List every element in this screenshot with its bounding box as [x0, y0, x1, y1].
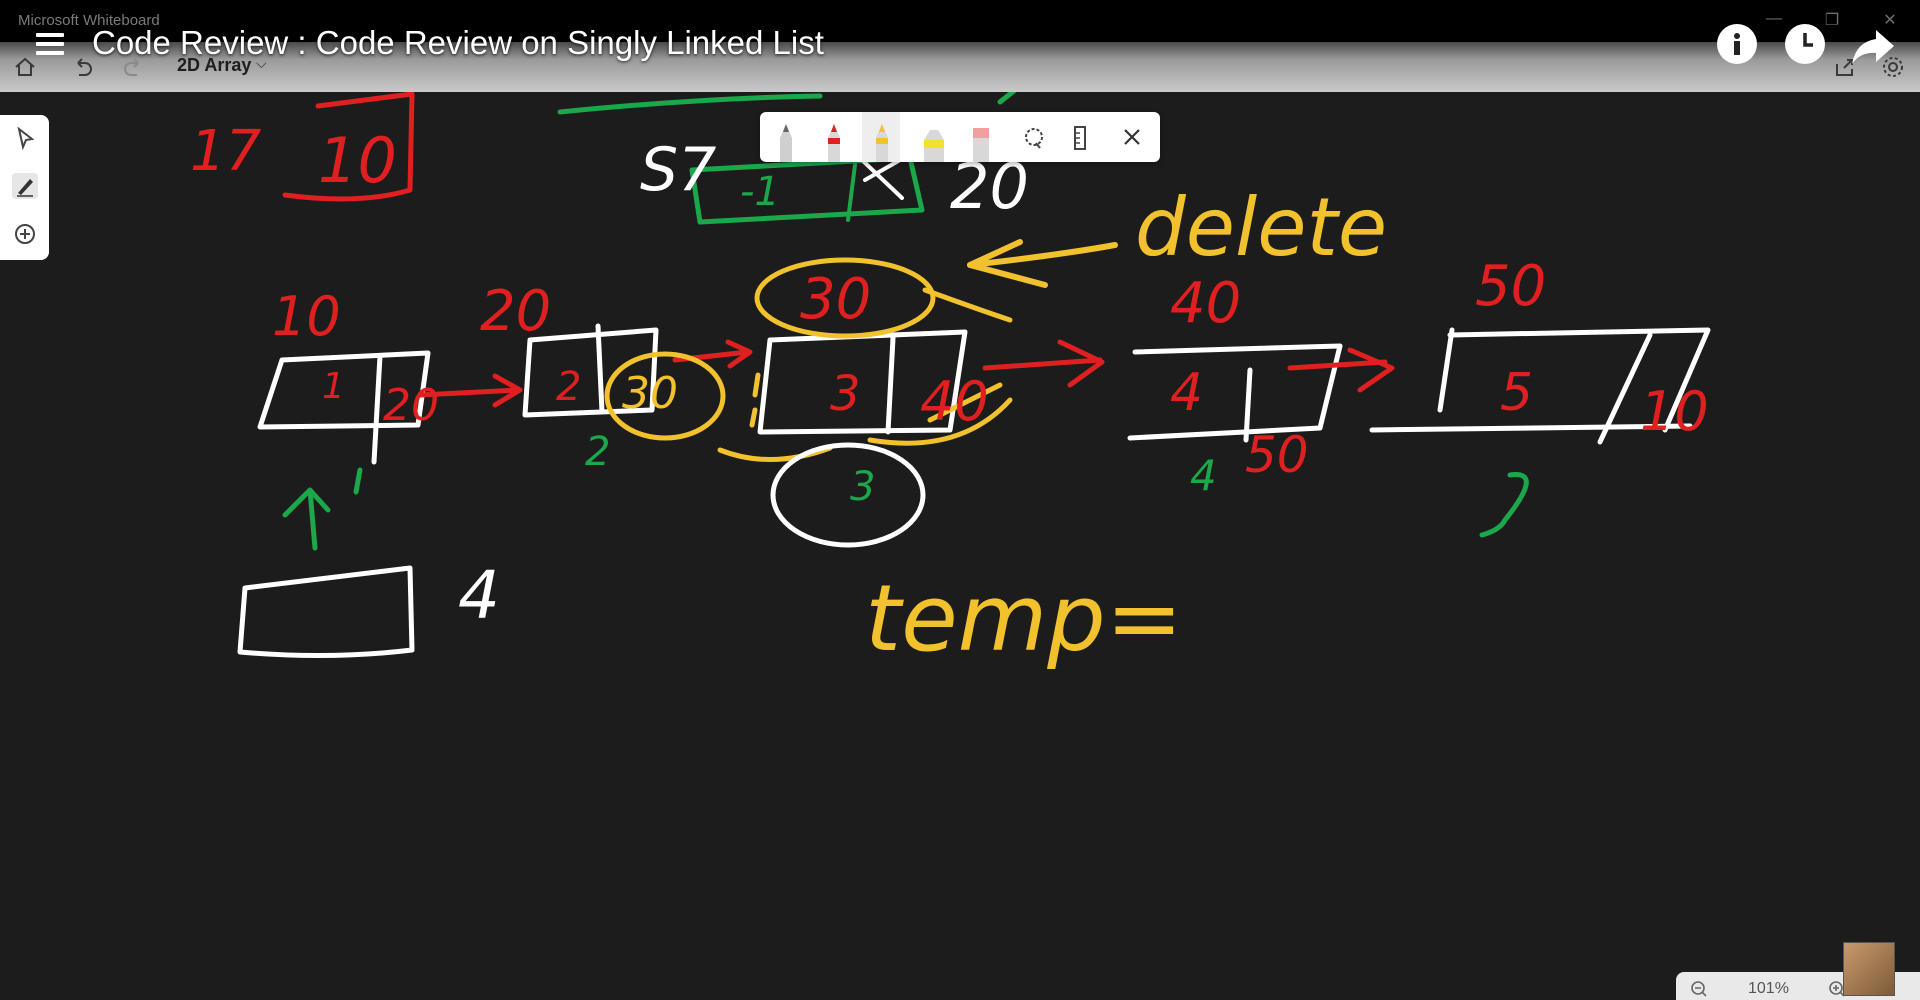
undo-icon[interactable]	[70, 54, 96, 80]
node-divider-3	[885, 335, 896, 435]
pen-yellow-icon[interactable]	[868, 122, 896, 162]
link-arrow-4-5	[1287, 347, 1395, 393]
zoom-in-icon[interactable]	[1828, 980, 1846, 998]
node-box-2	[522, 327, 659, 418]
node-4-address: 40	[1170, 271, 1241, 336]
node-5-address: 50	[1475, 254, 1546, 319]
restore-icon[interactable]: ❐	[1824, 12, 1840, 29]
green-stroke	[557, 93, 823, 115]
whiteboard-toolbar	[0, 42, 1920, 92]
pen-gray-icon[interactable]	[772, 122, 800, 162]
settings-gear-icon[interactable]	[1880, 54, 1906, 80]
add-plus-icon[interactable]	[12, 221, 38, 247]
label-seventeen: 17	[190, 119, 262, 184]
node-4-next: 50	[1245, 426, 1309, 484]
temp-label: temp=	[865, 565, 1183, 672]
link-arrow-1-2	[417, 373, 523, 408]
annotation-delete: delete	[1135, 181, 1387, 274]
green-box	[689, 155, 925, 225]
node-left-edge-5	[1437, 327, 1455, 413]
node-divider-4	[1243, 367, 1253, 443]
node-box-3	[757, 329, 968, 435]
home-icon[interactable]	[12, 54, 38, 80]
app-title-bar: Microsoft Whiteboard — ❐ ✕	[0, 0, 1920, 42]
node-divider-5	[1597, 332, 1653, 445]
app-title: Microsoft Whiteboard	[18, 12, 160, 29]
ruler-icon[interactable]	[1072, 125, 1088, 151]
dashed-mark	[749, 372, 761, 428]
pen-tool-icon[interactable]	[12, 173, 38, 199]
zoom-out-icon[interactable]	[1690, 980, 1708, 998]
green-divider	[846, 163, 857, 222]
watch-later-clock-icon[interactable]	[1785, 24, 1825, 64]
node-1-next: 20	[383, 380, 439, 431]
video-title[interactable]: Code Review : Code Review on Singly Link…	[92, 24, 824, 61]
highlight-curve	[717, 397, 1013, 463]
pen-red-icon[interactable]	[820, 122, 848, 162]
close-window-icon[interactable]: ✕	[1883, 12, 1897, 29]
node-3-next: 40	[920, 370, 989, 433]
node-box-5	[1369, 327, 1711, 433]
node-5-next: 10	[1640, 380, 1709, 443]
highlight-stroke-2	[927, 382, 1003, 423]
highlight-circle-address	[754, 257, 936, 339]
node-2-address: 20	[480, 279, 551, 344]
arrow-head	[967, 239, 1048, 288]
board-name-dropdown[interactable]: 2D Array	[177, 55, 252, 75]
share-arrow-icon[interactable]	[1848, 26, 1898, 66]
green-tick	[353, 467, 363, 495]
link-arrow-2-3	[672, 339, 753, 369]
green-five	[1479, 472, 1529, 538]
label-minus-one: -1	[740, 169, 780, 215]
node-1-data: 1	[322, 366, 345, 407]
label-twenty: 20	[950, 150, 1029, 223]
node-3-index: 3	[850, 464, 875, 510]
chevron-down-icon[interactable]: ⌵	[256, 55, 267, 71]
label-s7: S7	[640, 135, 716, 205]
side-tool-palette	[0, 115, 49, 260]
highlighter-yellow-icon[interactable]	[918, 122, 950, 162]
red-box	[282, 91, 415, 202]
node-box-4	[1127, 343, 1343, 441]
zoom-level: 101%	[1748, 980, 1789, 997]
green-up-arrow	[282, 487, 331, 551]
close-icon[interactable]	[1122, 127, 1142, 147]
node-divider-2	[595, 323, 605, 415]
node-4-index: 4	[1190, 451, 1217, 500]
node-2-next: 30	[622, 368, 678, 419]
new-node-box	[237, 565, 415, 659]
node-5-data: 5	[1500, 363, 1533, 423]
eraser-icon[interactable]	[966, 122, 996, 162]
share-icon[interactable]	[1832, 54, 1858, 80]
new-node-label: 4	[458, 557, 500, 634]
node-3-data: 3	[830, 366, 861, 422]
select-pointer-icon[interactable]	[12, 125, 38, 151]
lasso-select-icon[interactable]	[1022, 126, 1046, 150]
arrow-shaft	[967, 242, 1118, 268]
link-arrow-3-4	[982, 339, 1105, 388]
redo-icon[interactable]	[120, 54, 146, 80]
node-2-index: 2	[585, 429, 610, 475]
minimize-icon[interactable]: —	[1766, 10, 1782, 27]
node-divider-1	[371, 353, 383, 465]
cross-mark	[860, 158, 904, 200]
white-circle	[770, 442, 926, 548]
node-1-address: 10	[272, 285, 341, 348]
node-4-data: 4	[1170, 363, 1203, 423]
presenter-thumbnail	[1843, 942, 1895, 996]
pen-tray	[760, 112, 1160, 162]
node-3-address: 30	[800, 267, 871, 332]
label-box-value: 10	[318, 124, 397, 197]
info-icon[interactable]	[1717, 24, 1757, 64]
playlist-menu-icon[interactable]	[36, 33, 64, 57]
highlight-circle-next	[604, 351, 726, 441]
highlight-stroke	[922, 287, 1013, 323]
node-2-data: 2	[556, 364, 581, 410]
